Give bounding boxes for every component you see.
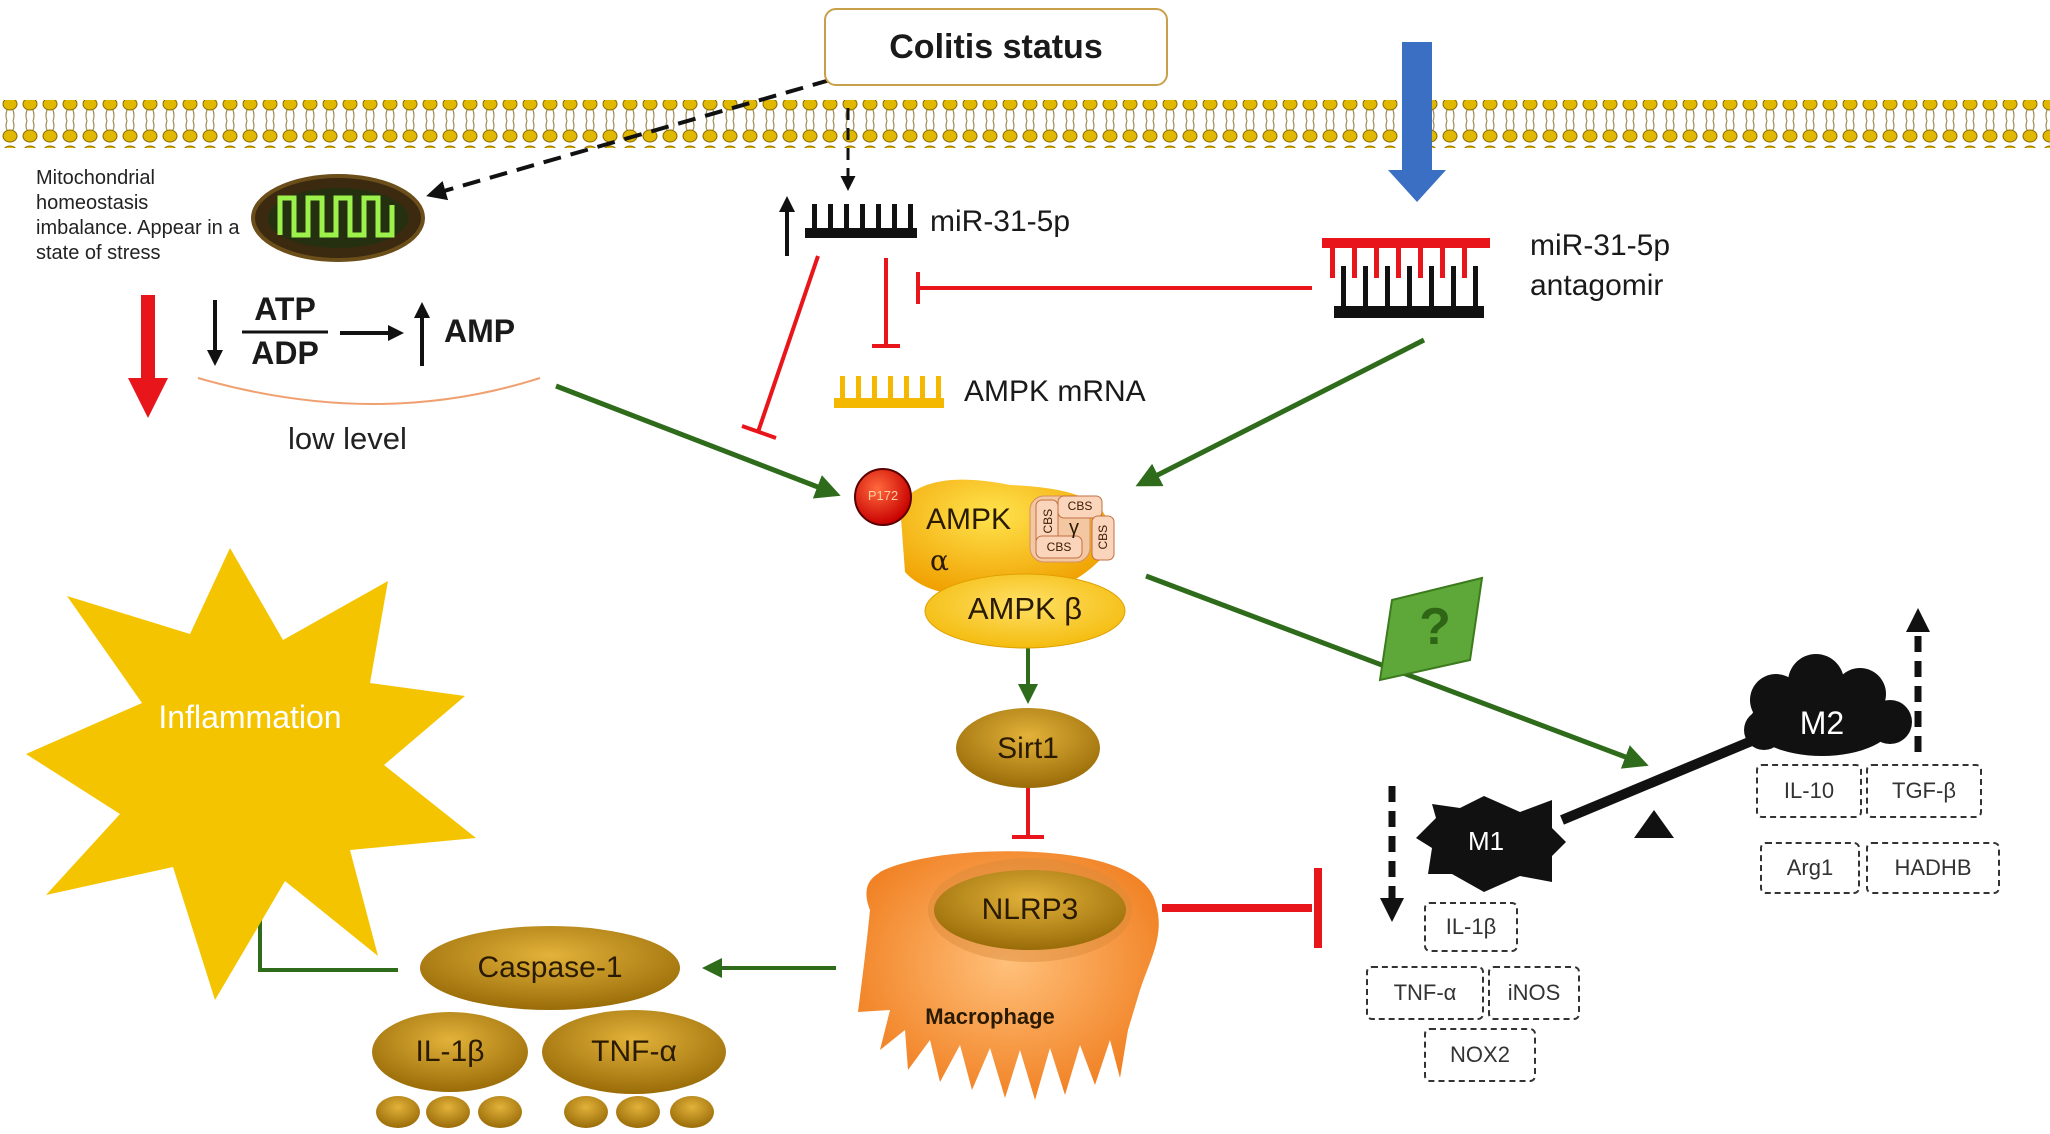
m2-label: M2 (1799, 705, 1845, 741)
mir-up-arrow (779, 196, 795, 256)
m1-marker-tnfa-text: TNF-α (1393, 980, 1457, 1005)
m2-markers-up-arrow (1906, 608, 1930, 752)
cytokine-dots (376, 1096, 714, 1128)
m2-marker-hadhb: HADHB (1866, 842, 2000, 894)
p172-label: P172 (867, 488, 899, 503)
low-level-label: low level (288, 421, 407, 456)
antagomir-inhibits-mir-line (916, 272, 1312, 304)
m2-cloud-shape (1744, 654, 1912, 756)
antagomir-label-2: antagomir (1530, 269, 1664, 302)
atp-adp-down-arrow (207, 300, 223, 366)
m2-marker-arg1: Arg1 (1760, 842, 1860, 894)
nlrp3-inhibits-m1-line (1162, 868, 1322, 948)
colitis-to-mito-arrow (426, 78, 831, 201)
red-down-arrow (128, 295, 168, 418)
mir-comb-icon (805, 204, 917, 238)
ampk-complex (854, 468, 1126, 649)
antagomir-duplex-icon (1322, 238, 1490, 318)
tnfa-label: TNF-α (591, 1035, 677, 1068)
gamma-label: γ (1069, 517, 1079, 539)
sirt1-label: Sirt1 (997, 732, 1059, 765)
ampk-alpha-label-2: α (930, 544, 949, 577)
colitis-status-box: Colitis status (824, 8, 1168, 86)
balance-beam (1560, 735, 1756, 825)
il1b-label: IL-1β (415, 1035, 485, 1068)
mir-inhibits-mrna-line (872, 258, 900, 348)
nlrp3-label: NLRP3 (981, 893, 1079, 926)
m2-marker-tgfb: TGF-β (1866, 764, 1982, 818)
amp-up-arrow (414, 302, 430, 366)
low-level-to-ampk-arrow (555, 383, 841, 499)
caspase-shape (420, 926, 680, 1010)
m1-marker-tnfa: TNF-α (1366, 966, 1484, 1020)
macrophage-label: Macrophage (925, 1004, 1055, 1029)
ampk-alpha-label-1: AMPK (926, 503, 1012, 536)
sirt1-shape (956, 708, 1100, 788)
m1-marker-il1b: IL-1β (1424, 902, 1518, 952)
question-badge (1378, 576, 1484, 682)
nlrp3-shape (934, 870, 1126, 950)
m2-marker-il10-text: IL-10 (1783, 778, 1835, 803)
m1-marker-il1b-text: IL-1β (1445, 914, 1497, 939)
mitochondrion-icon (251, 174, 425, 262)
question-mark: ? (1419, 598, 1451, 656)
m2-marker-tgfb-text: TGF-β (1892, 778, 1956, 803)
m1-marker-nox2: NOX2 (1424, 1028, 1536, 1082)
amp-label: AMP (444, 313, 516, 349)
inflammation-burst (26, 548, 476, 1000)
adp-label: ADP (251, 335, 319, 371)
mir-label: miR-31-5p (930, 205, 1071, 238)
balance-fulcrum (1634, 810, 1674, 838)
antagomir-to-ampk-arrow (1135, 337, 1426, 487)
mir-inhibits-ampk-line (741, 255, 820, 440)
m1-marker-nox2-text: NOX2 (1450, 1042, 1510, 1067)
sirt1-inhibits-nlrp3-line (1012, 785, 1044, 839)
tnfa-shape (542, 1010, 726, 1094)
inflammation-label: Inflammation (158, 699, 342, 735)
ampk-mrna-label: AMPK mRNA (964, 375, 1146, 408)
m2-marker-hadhb-text: HADHB (1894, 855, 1972, 880)
colitis-status-label: Colitis status (889, 27, 1103, 66)
cbs-right-label: CBS (1095, 524, 1110, 550)
m2-marker-arg1-text: Arg1 (1786, 855, 1834, 880)
m1-marker-inos-text: iNOS (1507, 980, 1561, 1005)
cbs-bottom-label: CBS (1046, 540, 1072, 554)
m1-markers-down-arrow (1380, 786, 1404, 922)
m2-marker-il10: IL-10 (1756, 764, 1862, 818)
antagomir-label-1: miR-31-5p (1530, 229, 1671, 262)
low-level-bracket (197, 377, 541, 405)
m1-shape (1416, 796, 1566, 892)
ampk-mrna-comb-icon (834, 376, 944, 408)
m1-marker-inos: iNOS (1488, 966, 1580, 1020)
il1b-shape (372, 1012, 528, 1092)
mito-imbalance-text: Mitochondrial homeostasis imbalance. App… (36, 167, 240, 264)
cell-membrane (0, 100, 2050, 148)
atp-label: ATP (254, 291, 316, 327)
cbs-top-label: CBS (1067, 499, 1093, 513)
m1-label: M1 (1467, 826, 1505, 856)
ratio-to-amp-arrow (340, 325, 404, 341)
ampk-beta-label: AMPK β (967, 591, 1083, 626)
blue-down-arrow (1388, 42, 1446, 202)
caspase-label: Caspase-1 (477, 951, 623, 984)
cbs-left-label: CBS (1040, 508, 1055, 534)
